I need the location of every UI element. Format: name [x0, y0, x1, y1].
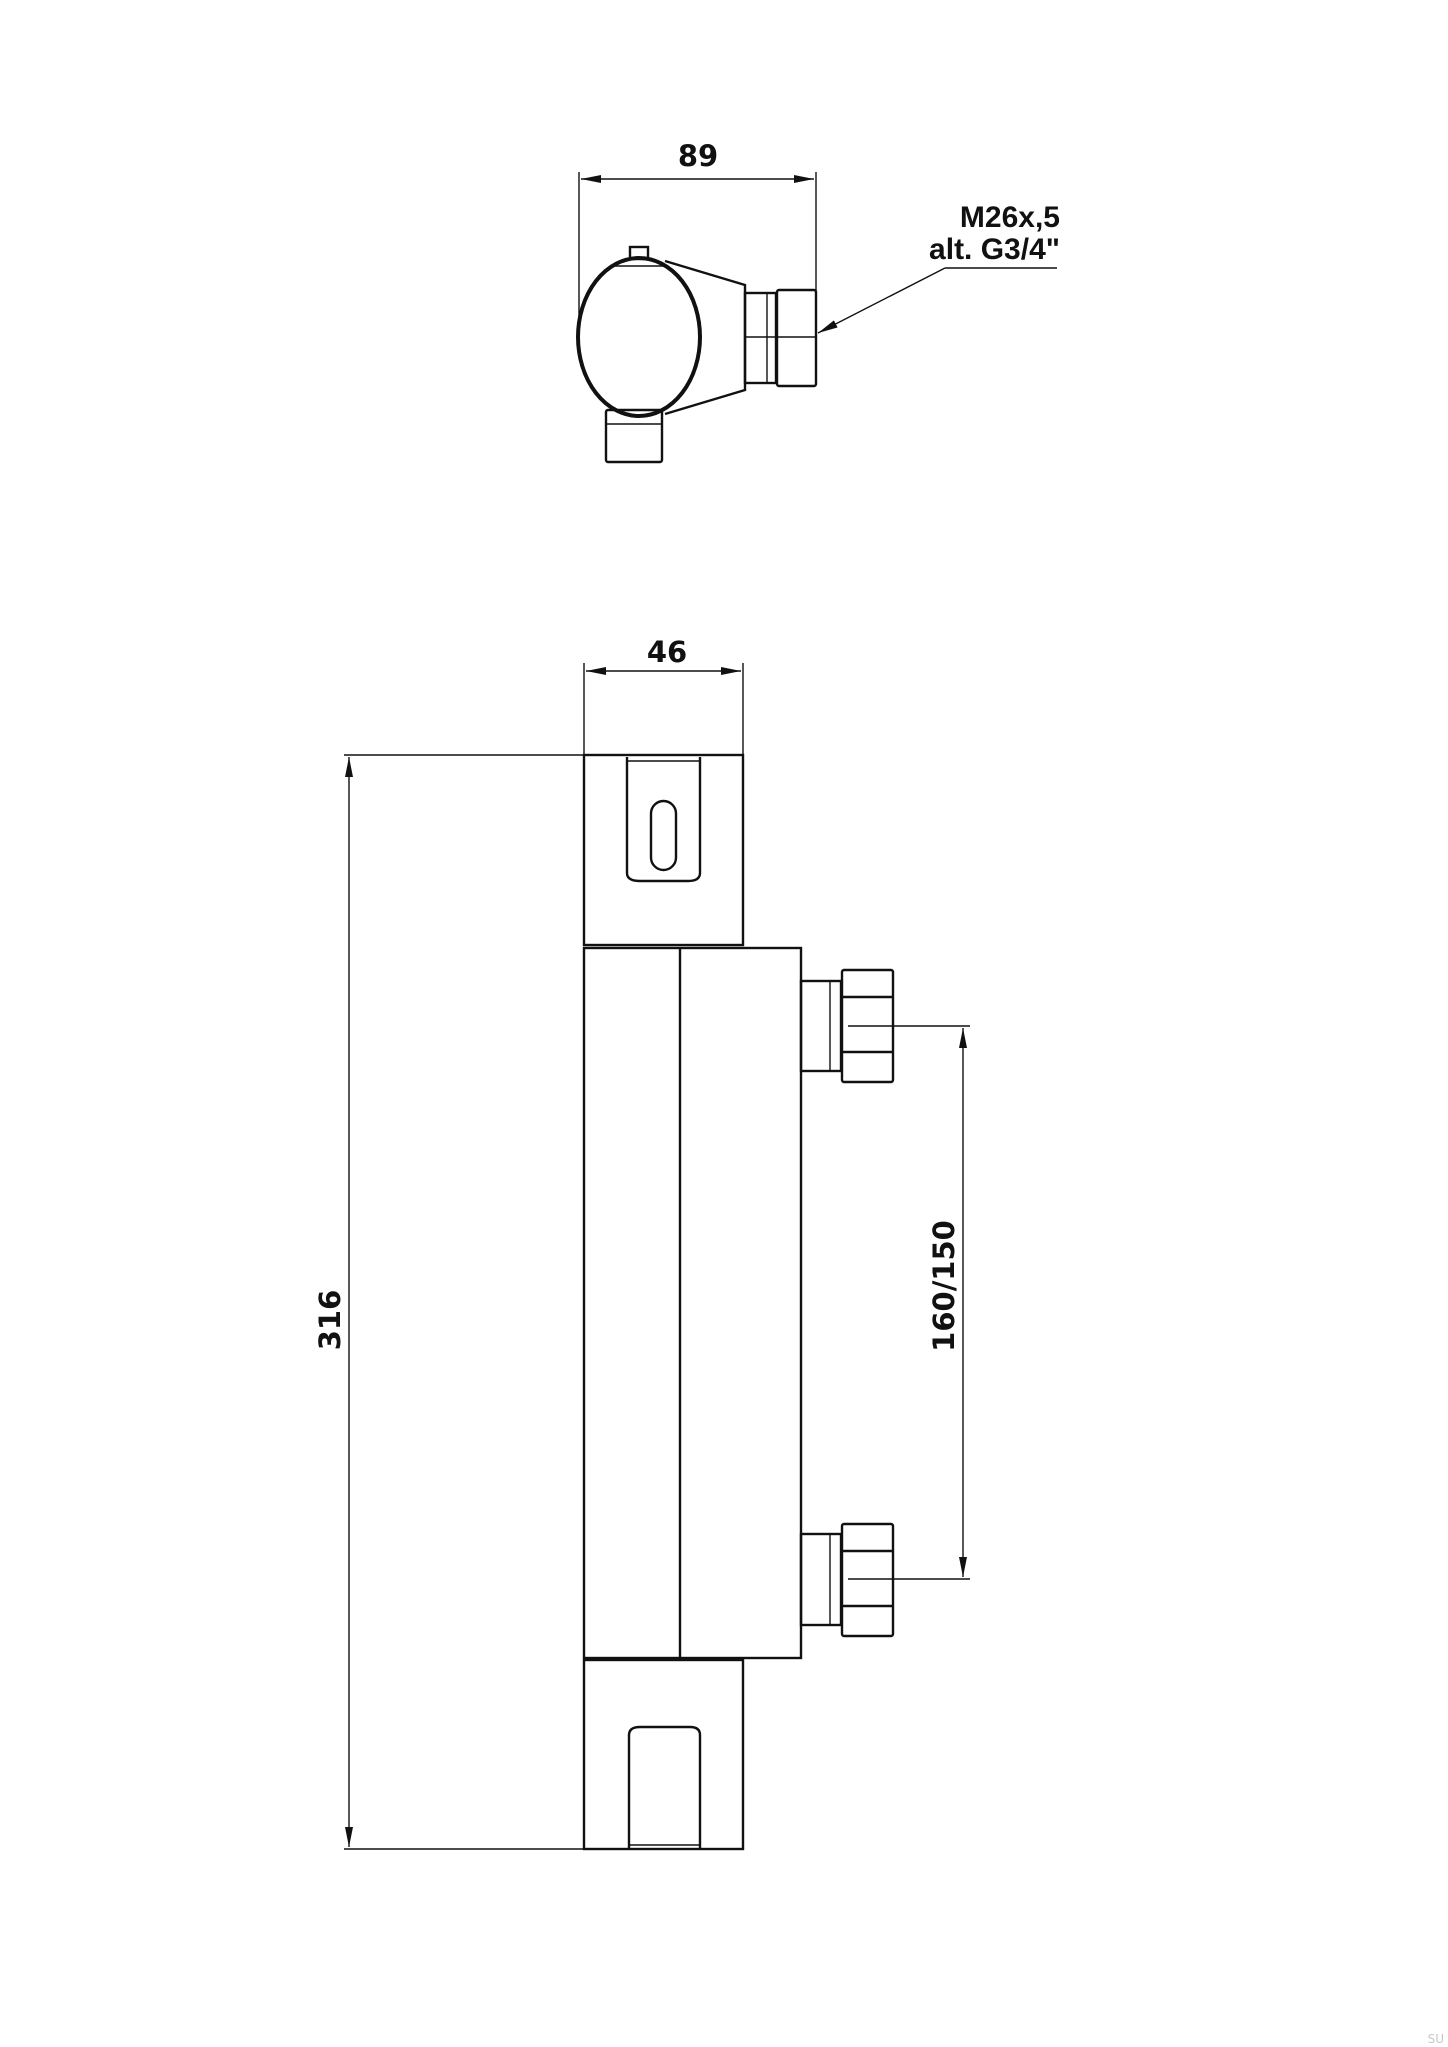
inlet-nut-bottom	[840, 1522, 895, 1638]
thread-label-line2: alt. G3/4"	[929, 233, 1060, 266]
inlet-pipe	[743, 291, 778, 385]
indicator-slot	[649, 799, 678, 872]
top-view: 89 M26x,5 alt. G3/4"	[576, 139, 1060, 464]
height-dimension-316: 316	[313, 1290, 347, 1351]
inlet-pipe-top	[799, 979, 843, 1073]
handle-circle	[576, 256, 702, 418]
front-view: 46 316 160/150	[313, 635, 970, 1851]
inlet-nut	[775, 288, 818, 388]
bottom-block	[582, 1658, 745, 1851]
bottom-stub	[604, 408, 664, 464]
spacing-dimension-160-150: 160/150	[927, 1220, 961, 1352]
width-dimension-89: 89	[678, 139, 718, 173]
width-dimension-46: 46	[647, 635, 687, 669]
thread-label-line1: M26x,5	[960, 201, 1060, 234]
top-recess	[625, 757, 702, 883]
bottom-recess	[627, 1725, 702, 1849]
leader-arrow	[817, 267, 946, 334]
body-wedge	[664, 259, 747, 416]
watermark: SU	[1428, 2032, 1444, 2046]
top-block	[582, 753, 745, 947]
inlet-pipe-bottom	[799, 1532, 843, 1627]
main-body	[582, 946, 803, 1660]
